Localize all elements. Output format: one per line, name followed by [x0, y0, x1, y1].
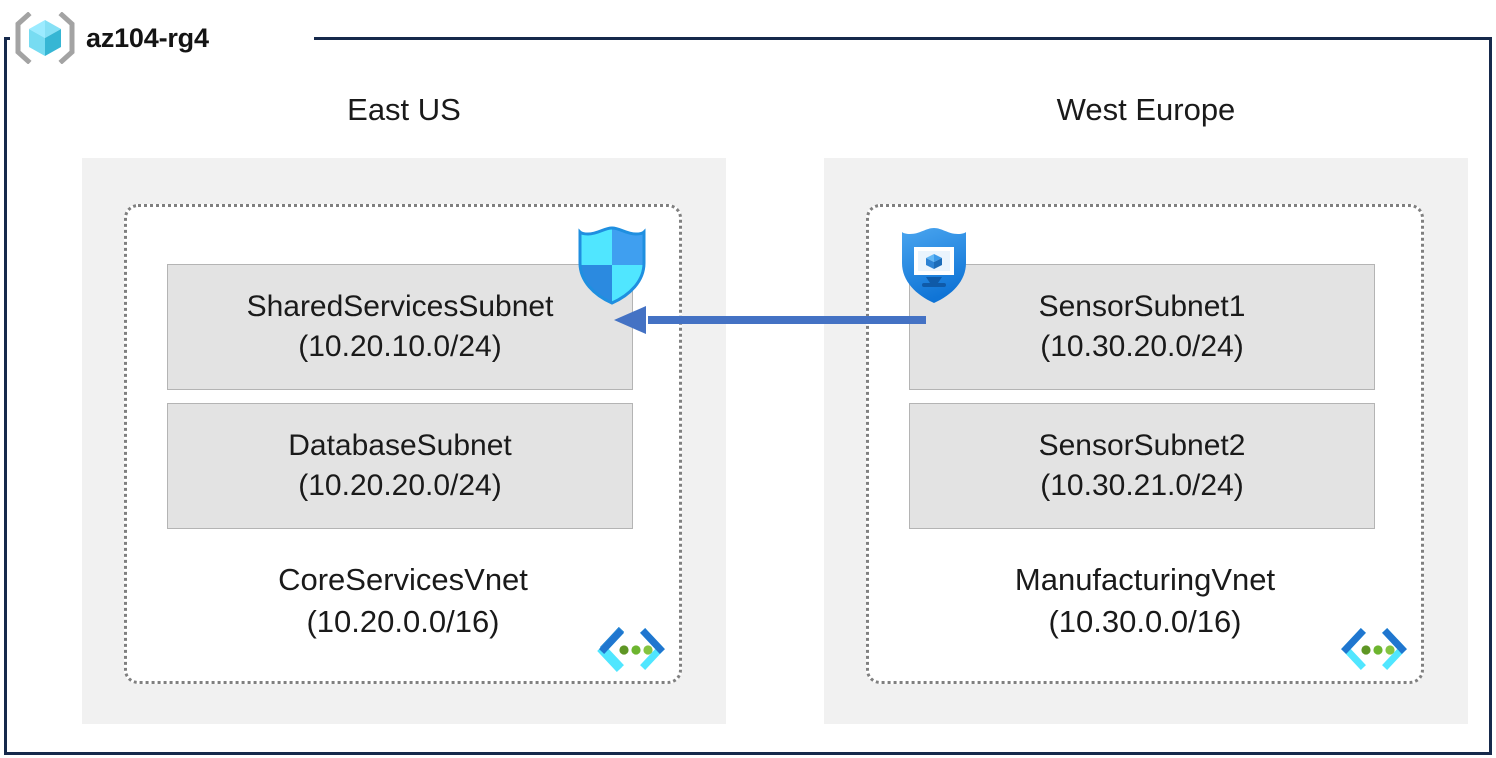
subnet-cidr: (10.30.21.0/24) — [1040, 469, 1244, 502]
subnet-cidr: (10.20.10.0/24) — [298, 330, 502, 363]
resource-group-cube-icon — [14, 12, 76, 64]
subnet-databasesubnet[interactable]: DatabaseSubnet (10.20.20.0/24) — [167, 403, 633, 529]
vnet-name: ManufacturingVnet — [1014, 562, 1276, 597]
subnet-cidr: (10.20.20.0/24) — [298, 469, 502, 502]
vnet-cidr: (10.20.0.0/16) — [306, 604, 500, 639]
region-label: West Europe — [1056, 92, 1236, 127]
vnet-name: CoreServicesVnet — [278, 562, 528, 597]
subnet-name: SensorSubnet2 — [1038, 429, 1246, 462]
subnet-sensorsubnet1[interactable]: SensorSubnet1 (10.30.20.0/24) — [909, 264, 1375, 390]
subnet-name: SharedServicesSubnet — [246, 290, 554, 323]
vnet-manufacturingvnet[interactable]: SensorSubnet1 (10.30.20.0/24) SensorSubn… — [866, 204, 1424, 684]
vm-protection-shield-icon — [898, 225, 970, 305]
resource-group-label: az104-rg4 — [14, 8, 209, 68]
subnet-cidr: (10.30.20.0/24) — [1040, 330, 1244, 363]
region-title-west-europe: West Europe — [824, 88, 1468, 132]
subnet-name: DatabaseSubnet — [288, 429, 512, 462]
resource-group-name: az104-rg4 — [86, 22, 209, 53]
region-title-east-us: East US — [82, 88, 726, 132]
vnet-peering-arrow — [614, 303, 926, 337]
network-security-group-shield-icon — [576, 225, 648, 305]
subnet-sensorsubnet2[interactable]: SensorSubnet2 (10.30.21.0/24) — [909, 403, 1375, 529]
vnet-caption: CoreServicesVnet (10.20.0.0/16) — [127, 559, 679, 643]
vnet-cidr: (10.30.0.0/16) — [1048, 604, 1242, 639]
subnet-name: SensorSubnet1 — [1038, 290, 1246, 323]
resource-group-frame — [4, 37, 1492, 755]
subnet-sharedservicessubnet[interactable]: SharedServicesSubnet (10.20.10.0/24) — [167, 264, 633, 390]
vnet-caption: ManufacturingVnet (10.30.0.0/16) — [869, 559, 1421, 643]
region-label: East US — [347, 92, 461, 127]
